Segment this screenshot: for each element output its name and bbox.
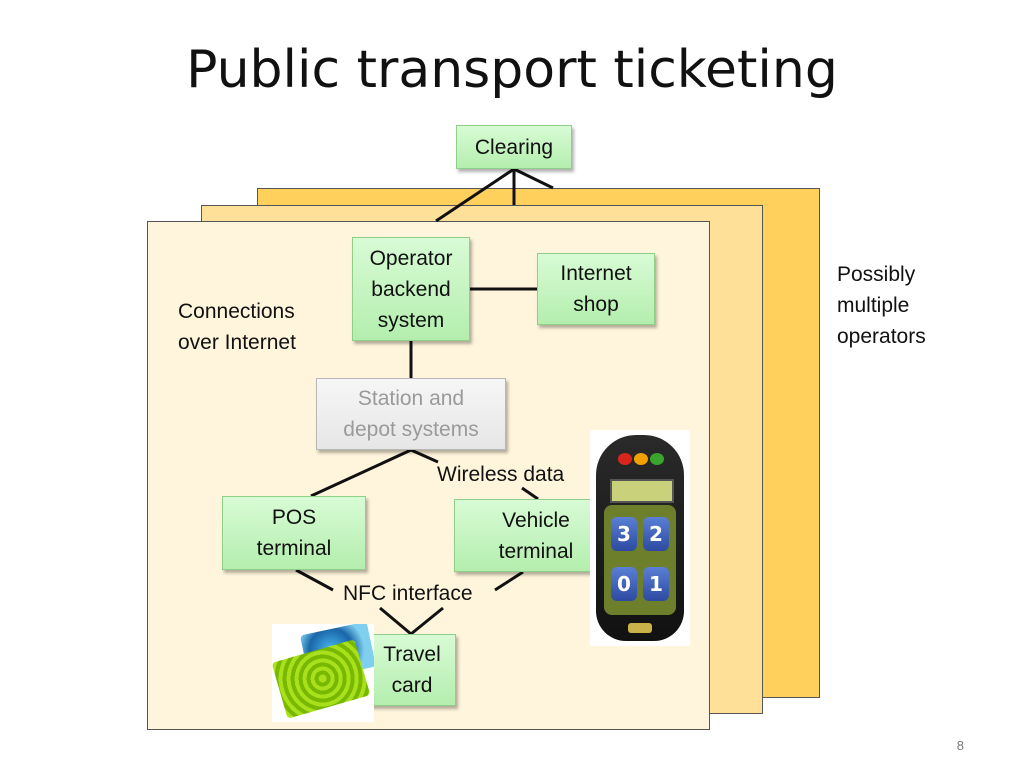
wireless-data-label: Wireless data <box>437 463 565 486</box>
clearing-label: Clearing <box>474 135 554 159</box>
handheld-device-icon: 3 2 0 1 <box>596 435 684 641</box>
link-clearing-back <box>513 167 554 190</box>
possibly-multiple-line-3: operators <box>837 325 926 348</box>
station-depot-line-1: Station and <box>357 387 465 410</box>
pos-terminal-line-2: terminal <box>256 537 332 560</box>
station-depot-node: Station and depot systems <box>316 378 506 450</box>
green-card-icon <box>272 639 371 719</box>
link-nfc-card-a <box>379 606 412 636</box>
connections-line-1: Connections <box>178 300 295 323</box>
travel-card-node: Travel card <box>364 634 456 706</box>
link-station-vehicle-b <box>521 486 539 501</box>
red-led-icon <box>618 453 632 465</box>
station-depot-line-2: depot systems <box>343 418 479 441</box>
travel-card-line-2: card <box>391 674 433 697</box>
connections-label: Connections over Internet <box>178 296 296 358</box>
link-vehicle-nfc <box>494 570 524 592</box>
device-logo-icon <box>628 623 652 633</box>
link-station-vehicle-a <box>410 448 439 464</box>
key-0: 0 <box>611 567 637 601</box>
internet-shop-node: Internet shop <box>537 253 655 325</box>
vehicle-terminal-node: Vehicle terminal <box>454 499 592 572</box>
operator-backend-line-2: backend <box>371 277 451 301</box>
travel-card-line-1: Travel <box>383 643 441 666</box>
connections-line-2: over Internet <box>178 331 296 354</box>
yellow-led-icon <box>634 453 648 465</box>
link-nfc-card-b <box>410 606 444 636</box>
internet-shop-line-2: shop <box>573 293 619 316</box>
key-2: 2 <box>643 517 669 551</box>
vehicle-terminal-image: 3 2 0 1 <box>590 430 690 646</box>
green-led-icon <box>650 453 664 465</box>
page-number: 8 <box>956 738 964 753</box>
nfc-interface-label: NFC interface <box>343 582 473 605</box>
operator-backend-node: Operator backend system <box>352 237 470 341</box>
link-station-pos <box>310 448 412 498</box>
pos-terminal-line-1: POS <box>271 506 317 529</box>
key-3: 3 <box>611 517 637 551</box>
travel-card-image <box>272 624 374 722</box>
slide-title: Public transport ticketing <box>186 40 838 100</box>
possibly-multiple-label: Possibly multiple operators <box>837 259 926 352</box>
link-clearing-front <box>435 167 515 223</box>
pos-terminal-node: POS terminal <box>222 496 366 570</box>
clearing-node: Clearing <box>456 125 572 169</box>
operator-backend-line-1: Operator <box>369 246 453 270</box>
internet-shop-line-1: Internet <box>560 262 632 285</box>
device-screen <box>610 479 674 503</box>
possibly-multiple-line-1: Possibly <box>837 263 916 286</box>
device-keypad: 3 2 0 1 <box>604 505 676 615</box>
operator-backend-line-3: system <box>377 308 445 332</box>
possibly-multiple-line-2: multiple <box>837 294 910 317</box>
vehicle-terminal-line-1: Vehicle <box>502 508 570 532</box>
vehicle-terminal-line-2: terminal <box>498 539 574 563</box>
key-1: 1 <box>643 567 669 601</box>
link-pos-nfc <box>295 568 334 592</box>
